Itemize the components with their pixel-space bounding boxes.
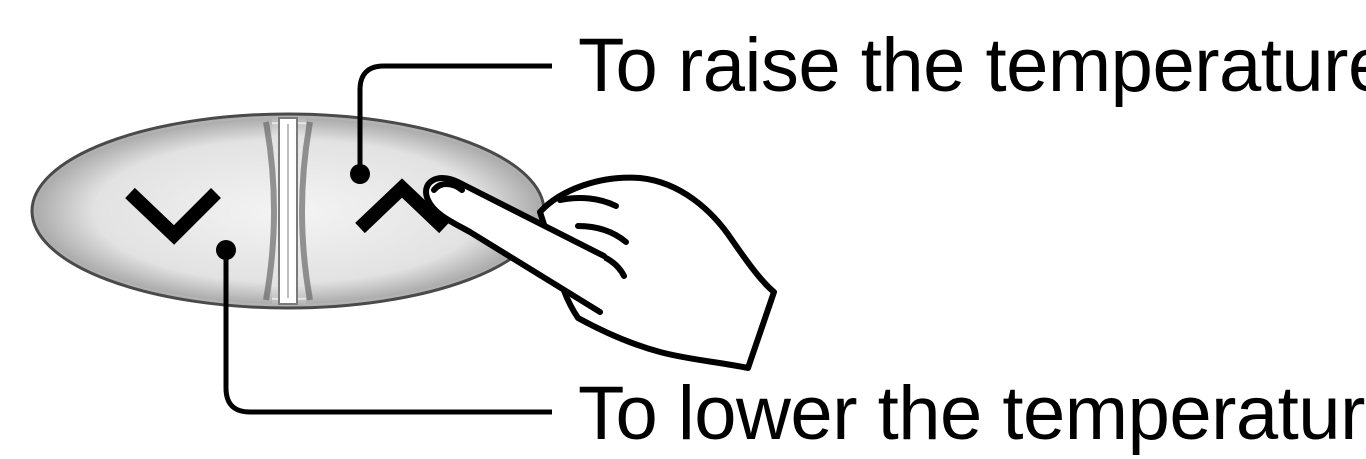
- lower-temperature-label: To lower the temperature: [578, 376, 1366, 452]
- button-divider: [279, 118, 297, 304]
- raise-temperature-label: To raise the temperature: [578, 28, 1366, 104]
